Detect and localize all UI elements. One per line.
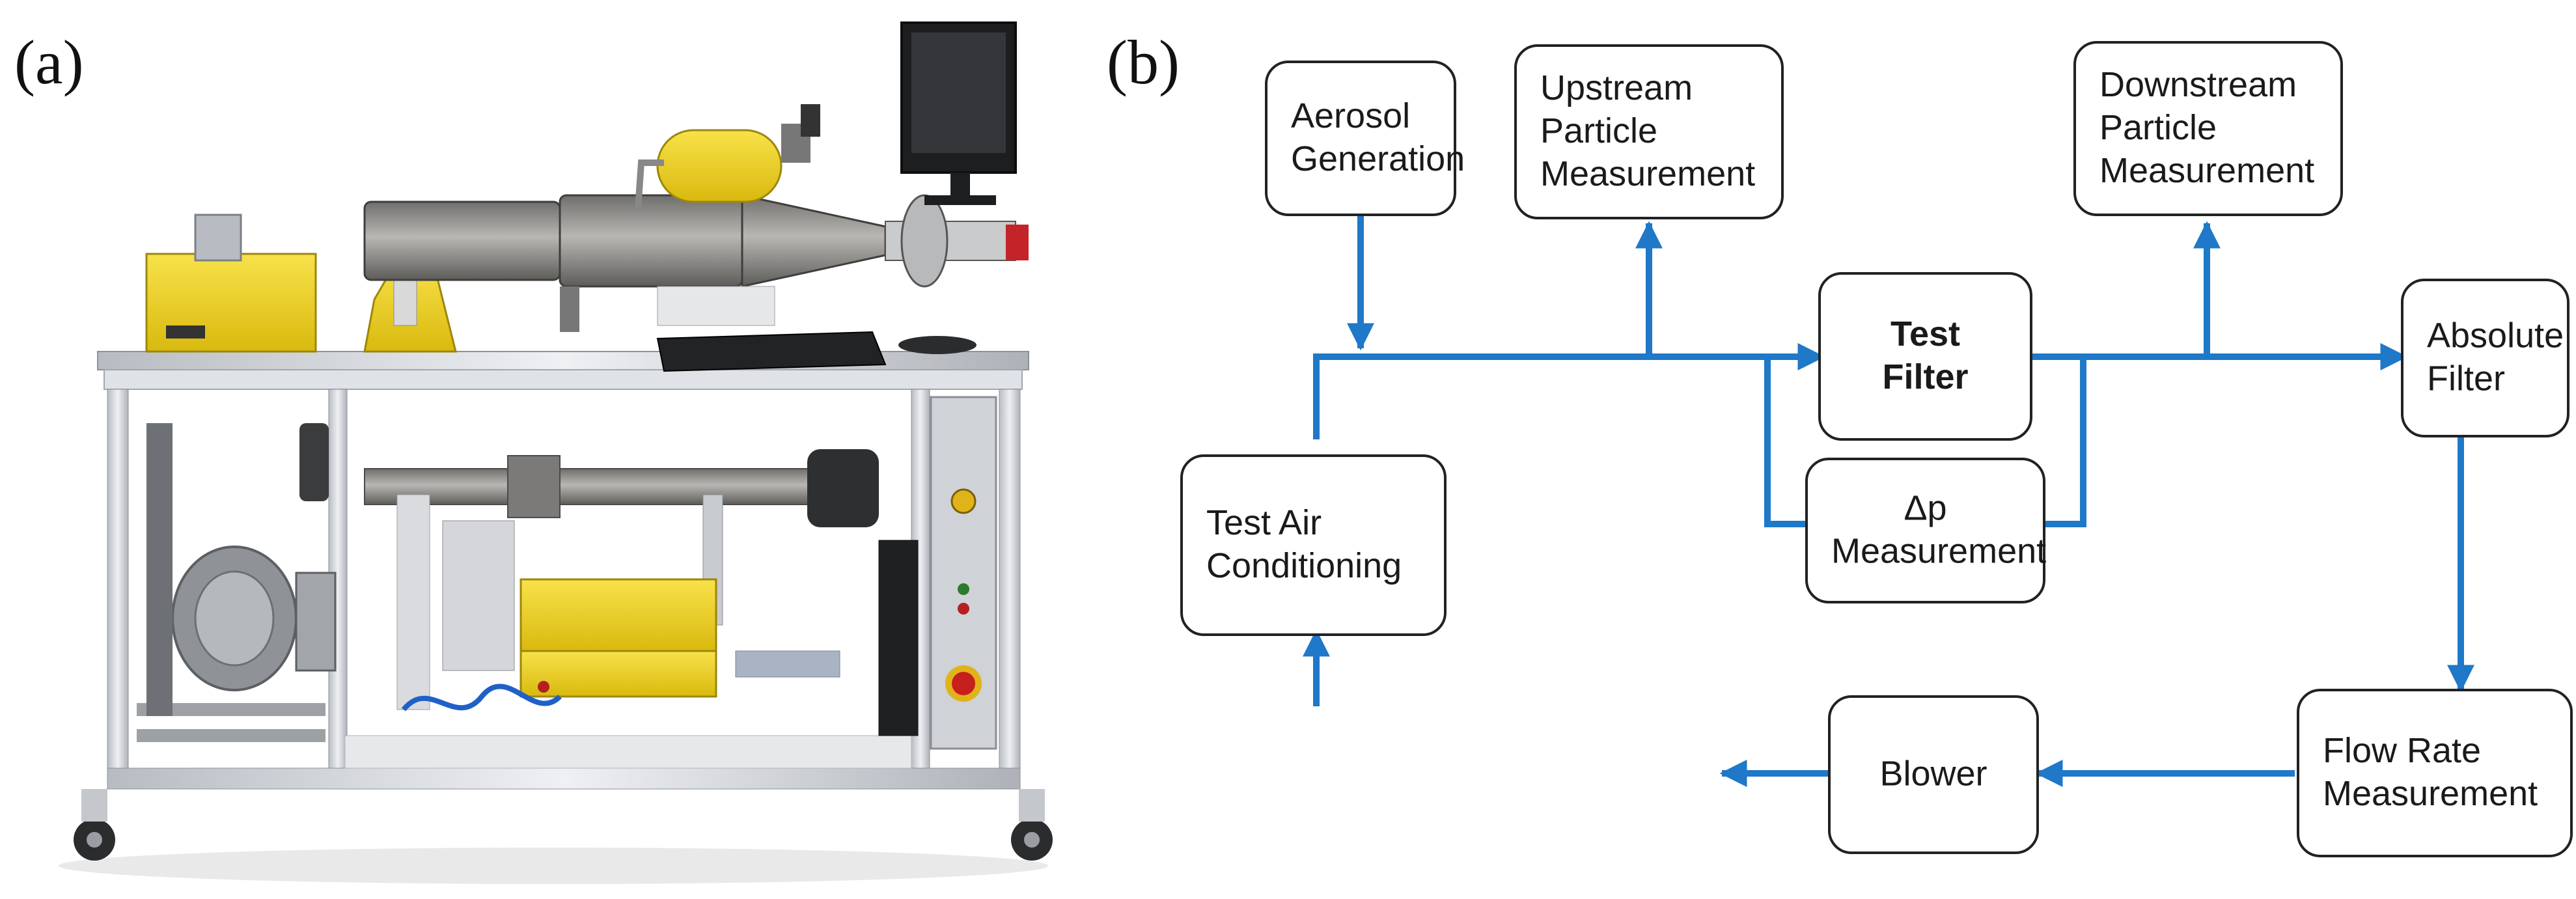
casters bbox=[74, 789, 1053, 861]
node-label-line: Particle bbox=[1540, 111, 1657, 150]
node-label-line: Upstream bbox=[1540, 68, 1693, 107]
keyboard-icon bbox=[656, 331, 976, 372]
emergency-stop-icon bbox=[950, 488, 976, 514]
node-label-line: Test bbox=[1890, 314, 1960, 353]
node-box bbox=[1828, 695, 2039, 854]
cart-frame bbox=[97, 351, 1029, 790]
node-label-line: Conditioning bbox=[1206, 546, 1402, 585]
node-label-line: Measurement bbox=[2099, 151, 2314, 190]
main-duct bbox=[363, 194, 1029, 332]
line-conditioning-to-main bbox=[1313, 353, 1820, 439]
flow-lines bbox=[1303, 212, 2474, 787]
node-label-line: Particle bbox=[2099, 108, 2217, 147]
node-box bbox=[2073, 41, 2343, 216]
node-box bbox=[1514, 44, 1784, 219]
node-box bbox=[1265, 61, 1456, 216]
node-label-line: Measurement bbox=[1540, 154, 1755, 193]
node-box bbox=[2401, 279, 2569, 437]
node-label-line: Measurement bbox=[1831, 532, 2046, 571]
control-cabinet bbox=[930, 396, 997, 750]
monitor-icon bbox=[900, 21, 1017, 205]
blower-unit bbox=[137, 423, 337, 742]
node-label-line: Flow Rate bbox=[2323, 731, 2481, 770]
dp-right-branch bbox=[2041, 353, 2086, 527]
upper-cylinder bbox=[635, 104, 820, 209]
node-box bbox=[1180, 454, 1447, 636]
node-label-line: Downstream bbox=[2099, 65, 2297, 104]
node-label-line: Measurement bbox=[2323, 774, 2538, 813]
node-box bbox=[1818, 272, 2032, 441]
node-label-line: Filter bbox=[1882, 357, 1968, 396]
node-label-line: Δp bbox=[1904, 489, 1946, 528]
node-label-line: Aerosol bbox=[1291, 96, 1410, 135]
node-label-line: Filter bbox=[2427, 359, 2505, 398]
node-label-line: Absolute bbox=[2427, 316, 2564, 355]
aerosol-generator-box bbox=[145, 214, 457, 353]
node-label-line: Test Air bbox=[1206, 503, 1322, 542]
panel-label-a: (a) bbox=[14, 27, 84, 97]
measurement-boxes bbox=[401, 578, 840, 712]
panel-label-b: (b) bbox=[1107, 27, 1180, 97]
node-label-line: Generation bbox=[1291, 139, 1465, 178]
node-box bbox=[2297, 689, 2573, 857]
node-blower: Blower bbox=[1828, 695, 2039, 854]
node-label-line: Blower bbox=[1879, 754, 1987, 794]
node-box bbox=[1805, 458, 2045, 603]
test-rig-photo bbox=[59, 21, 1053, 884]
dp-left-branch bbox=[1764, 353, 1810, 527]
